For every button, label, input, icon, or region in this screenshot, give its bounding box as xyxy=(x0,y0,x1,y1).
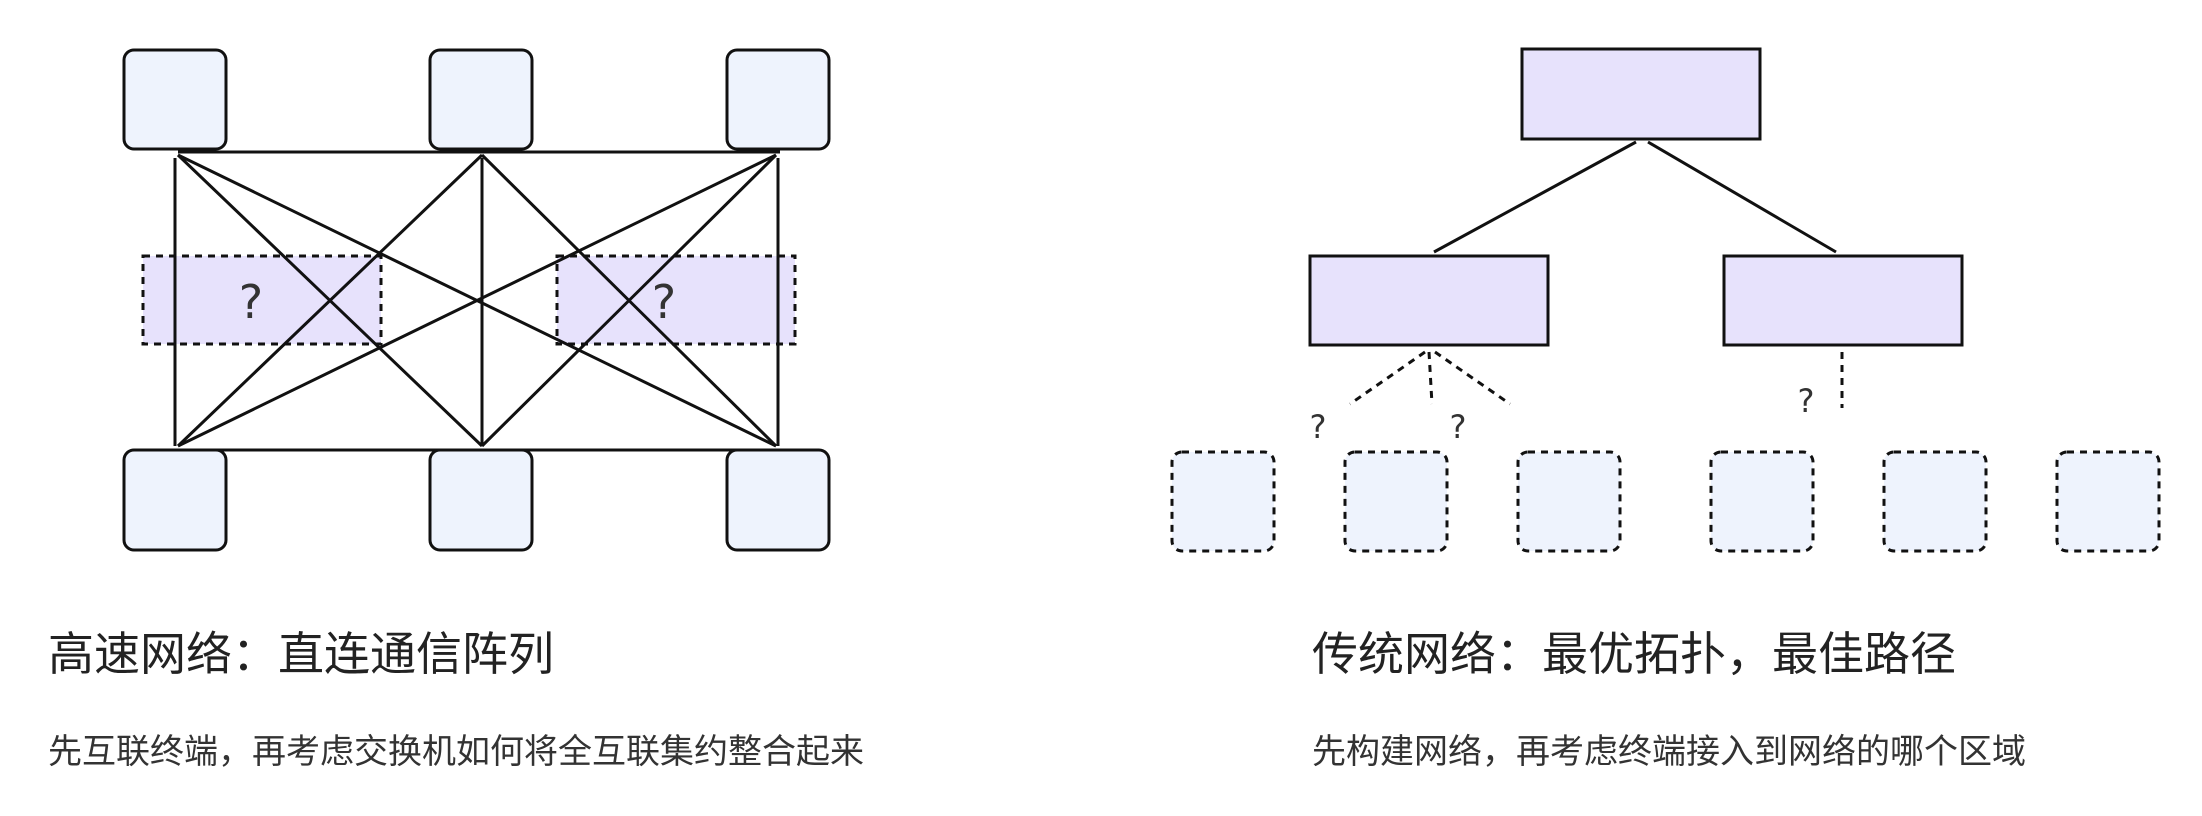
tree-link-root-left xyxy=(1433,140,1637,254)
terminal-node-top-middle xyxy=(428,48,534,151)
mesh-links xyxy=(173,150,780,452)
unknown-switch-box-left xyxy=(141,254,383,346)
terminal-node-3 xyxy=(1516,450,1622,553)
tree-links xyxy=(1433,140,1837,254)
unknown-switch-label-left: ? xyxy=(239,275,263,329)
terminal-node-1 xyxy=(1170,450,1276,553)
mesh-link-tm-bl xyxy=(176,153,484,448)
uncertain-link-label-2: ? xyxy=(1450,408,1467,446)
uncertain-link-label-3: ? xyxy=(1798,382,1815,420)
right-diagram-subtitle: 先构建网络，再考虑终端接入到网络的哪个区域 xyxy=(1312,732,2026,772)
terminal-node-6 xyxy=(2055,450,2161,553)
right-tree-diagram: ? ? ? xyxy=(1170,47,2161,553)
mesh-link-tr-bl xyxy=(177,153,777,448)
terminal-node-5 xyxy=(1882,450,1988,553)
left-diagram-title: 高速网络：直连通信阵列 xyxy=(48,627,554,681)
terminal-node-top-left xyxy=(122,48,228,151)
terminal-node-2 xyxy=(1343,450,1449,553)
core-switch xyxy=(1520,47,1762,141)
mesh-link-tr-bm xyxy=(480,153,778,448)
terminal-node-bottom-middle xyxy=(428,448,534,552)
tree-link-root-right xyxy=(1647,140,1837,254)
uncertain-access-links xyxy=(1349,350,1844,408)
terminal-node-bottom-right xyxy=(725,448,831,552)
left-diagram-subtitle: 先互联终端，再考虑交换机如何将全互联集约整合起来 xyxy=(48,732,864,772)
terminal-node-bottom-left xyxy=(122,448,228,552)
unknown-switch-label-right: ? xyxy=(652,275,676,329)
uncertain-link-center xyxy=(1427,351,1434,405)
uncertain-link-left xyxy=(1349,350,1426,406)
terminal-node-4 xyxy=(1709,450,1815,553)
unknown-switch-box-right xyxy=(555,254,797,346)
terminal-nodes-row xyxy=(1170,450,2161,553)
uncertain-link-right xyxy=(1434,350,1511,406)
aggregation-switch-right xyxy=(1722,254,1964,347)
terminal-node-top-right xyxy=(725,48,831,151)
right-diagram-title: 传统网络：最优拓扑，最佳路径 xyxy=(1312,627,1956,681)
aggregation-switch-left xyxy=(1308,254,1550,347)
uncertain-link-label-1: ? xyxy=(1310,408,1327,446)
left-mesh-diagram: ? ? xyxy=(122,48,831,552)
